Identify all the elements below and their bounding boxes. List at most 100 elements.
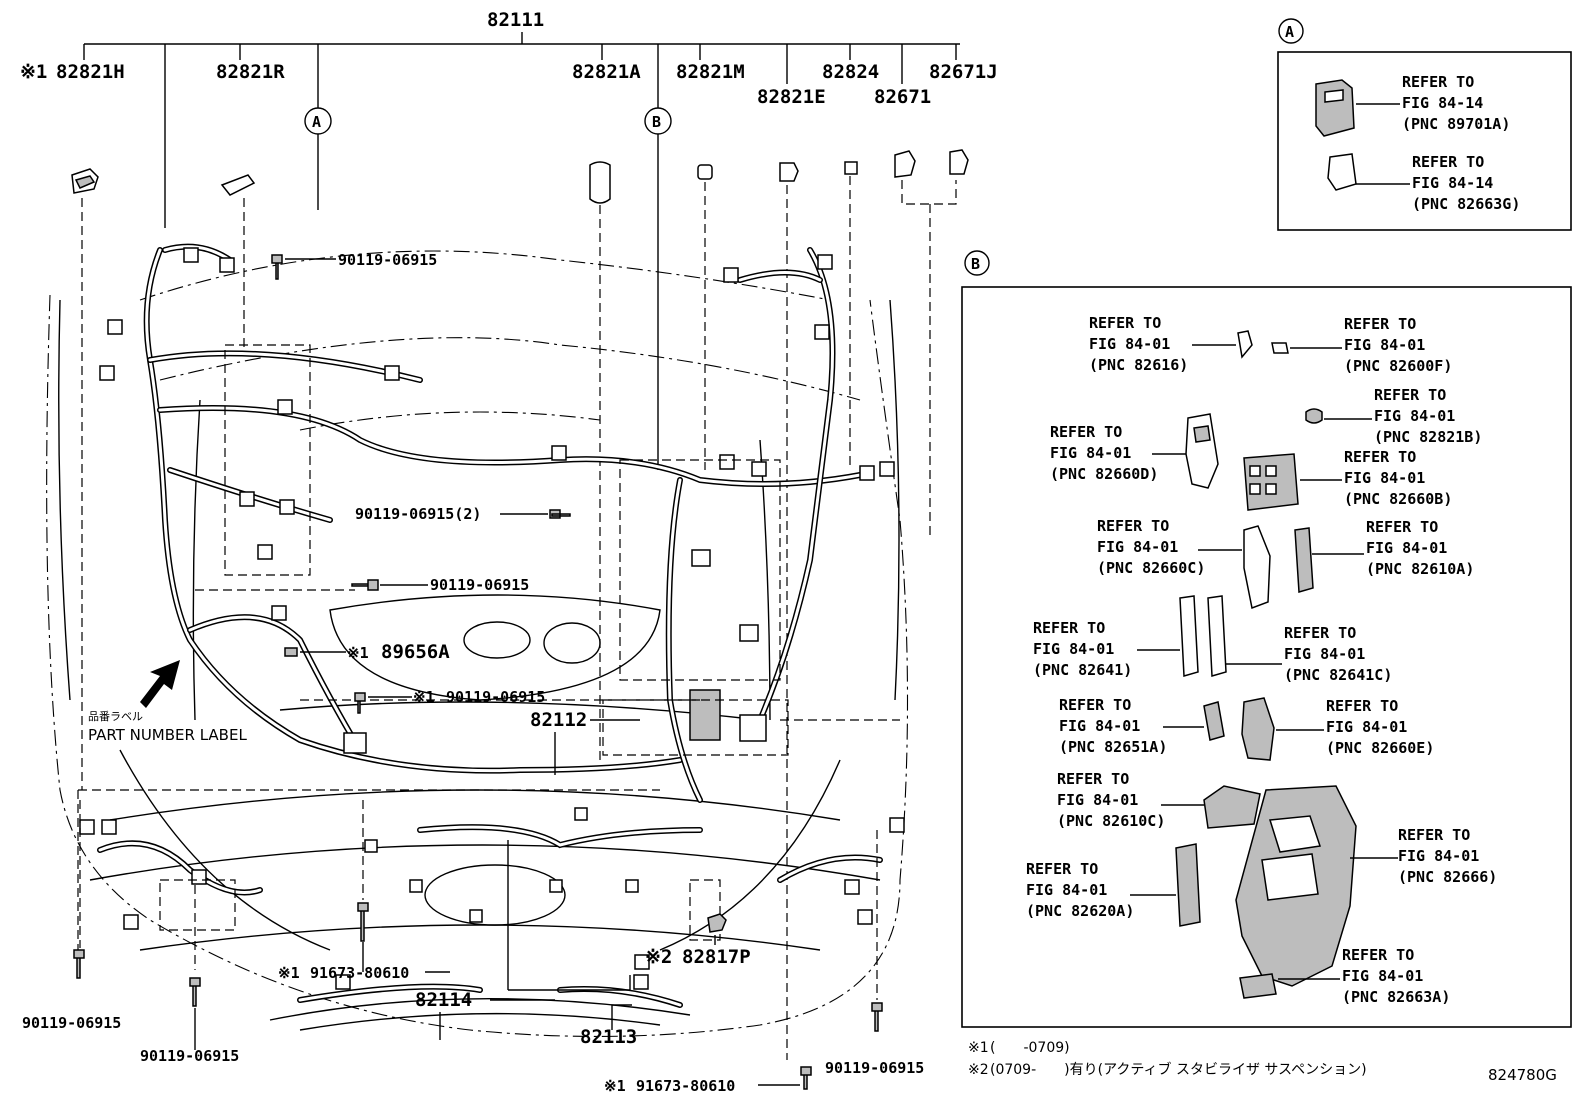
relay-82660d-icon (1185, 413, 1219, 489)
part-number-label-en: PART NUMBER LABEL (88, 726, 247, 744)
callout-b-label: B (652, 113, 661, 131)
ref-82821b-l1: REFER TO (1374, 386, 1446, 404)
ref-82660e-l3: (PNC 82660E) (1326, 739, 1434, 757)
bolt-label-b4: 90119-06915 (446, 688, 545, 706)
inset-a-ref2-l2: FIG 84-14 (1412, 174, 1493, 192)
bolt-90119-06915-bl: 90119-06915 (22, 800, 121, 1032)
main-part-number: 82111 (487, 9, 544, 31)
ref-82660b-l2: FIG 84-01 (1344, 469, 1425, 487)
ref-82660c-l3: (PNC 82660C) (1097, 559, 1205, 577)
ref-82641c-l1: REFER TO (1284, 624, 1356, 642)
ref-82600f-l1: REFER TO (1344, 315, 1416, 333)
label-82114: 82114 (415, 989, 472, 1011)
bolt-label-b9: 91673-80610 (636, 1077, 735, 1095)
bolt-90119-06915-m1: ※1 90119-06915 (354, 688, 545, 714)
ref-82620a-l2: FIG 84-01 (1026, 881, 1107, 899)
relay-82660c-icon (1243, 525, 1271, 610)
pointer-arrow-icon (140, 660, 180, 708)
relay-82660e-icon (1241, 697, 1275, 761)
ref-82651a-l1: REFER TO (1059, 696, 1131, 714)
mark-b9: ※1 (604, 1077, 626, 1095)
fuse-82620a-icon (1175, 843, 1201, 927)
clip-82817p-icon (707, 913, 727, 933)
ref-82660b-l1: REFER TO (1344, 448, 1416, 466)
label-82821a: 82821A (572, 61, 641, 83)
bolt-91673-80610-left: ※1 91673-80610 (278, 800, 450, 982)
label-82113: 82113 (580, 1026, 637, 1048)
region-brackets (159, 344, 900, 941)
connector-82821m-icon (697, 164, 713, 180)
ref-82610c-l1: REFER TO (1057, 770, 1129, 788)
bolt-label-b2: 90119-06915(2) (355, 505, 481, 523)
inset-a-title: A (1285, 23, 1294, 41)
ref-82641c-l2: FIG 84-01 (1284, 645, 1365, 663)
footnote-1-text: ( -0709) (990, 1040, 1070, 1056)
ref-82600f-l2: FIG 84-01 (1344, 336, 1425, 354)
mark-b8: ※1 (278, 964, 300, 982)
bolt-label-b3: 90119-06915 (430, 576, 529, 594)
callout-a-label: A (312, 113, 321, 131)
ref-82641-l3: (PNC 82641) (1033, 661, 1132, 679)
footnote-2-text: (0709- )有り(アクティブ スタビライザ サスペンション) (990, 1061, 1367, 1078)
ref-82666-l2: FIG 84-01 (1398, 847, 1479, 865)
ref-82660c-l1: REFER TO (1097, 517, 1169, 535)
connector-82824-icon (844, 161, 858, 175)
leader-lines (77, 176, 957, 1060)
bolt-label-b6: 90119-06915 (140, 1047, 239, 1065)
connector-82821r-icon (220, 174, 256, 196)
ref-82821b-l3: (PNC 82821B) (1374, 428, 1482, 446)
ref-82616-l3: (PNC 82616) (1089, 356, 1188, 374)
ref-82620a-l3: (PNC 82620A) (1026, 902, 1134, 920)
ref-82660e-l2: FIG 84-01 (1326, 718, 1407, 736)
fuse-82610c-icon (1203, 785, 1261, 829)
bolt-91673-80610-bottom: ※1 91673-80610 (604, 1066, 812, 1095)
inset-a-ref2-l1: REFER TO (1412, 153, 1484, 171)
vehicle-body-outline (46, 250, 909, 1037)
ref-82821b-l2: FIG 84-01 (1374, 407, 1455, 425)
footnotes: ※1 ( -0709) ※2 (0709- )有り(アクティブ スタビライザ サ… (968, 1040, 1557, 1084)
ref-82620a-l1: REFER TO (1026, 860, 1098, 878)
part-number-label: 品番ラベル PART NUMBER LABEL (88, 660, 247, 744)
part-82817p: ※2 82817P (645, 913, 751, 968)
bolt-label-b7: 90119-06915 (825, 1059, 924, 1077)
bolt-90119-06915-2: 90119-06915(2) (355, 505, 571, 523)
relay-82641c-icon (1207, 595, 1227, 677)
connector-82821b-icon (1305, 408, 1323, 424)
ref-82610a-l1: REFER TO (1366, 518, 1438, 536)
connector-82821a-icon (589, 161, 611, 204)
bolt-90119-06915-bc: 90119-06915 (140, 885, 239, 1065)
relay-82663g-icon (1327, 153, 1357, 191)
part-82114: 82114 (415, 840, 631, 1040)
part-number-label-jp: 品番ラベル (88, 710, 143, 723)
fuse-82600f-icon (1271, 342, 1289, 354)
label-82821r: 82821R (216, 61, 285, 83)
inset-b: B REFER TO FIG 84-01 (PNC 82616) REFER T… (961, 250, 1572, 1028)
ref-82651a-l2: FIG 84-01 (1059, 717, 1140, 735)
ref-82600f-l3: (PNC 82600F) (1344, 357, 1452, 375)
label-82112: 82112 (530, 709, 587, 731)
ref-82610a-l2: FIG 84-01 (1366, 539, 1447, 557)
ref-82660e-l1: REFER TO (1326, 697, 1398, 715)
label-89656a: 89656A (381, 641, 450, 663)
connector-82821e-icon (779, 162, 799, 182)
relay-block-82660b-icon (1243, 453, 1299, 511)
inset-a-ref1-l2: FIG 84-14 (1402, 94, 1483, 112)
footnote-2-mark: ※2 (968, 1062, 989, 1078)
label-82817p: 82817P (682, 946, 751, 968)
mark-b4: ※1 (413, 688, 435, 706)
label-82821m: 82821M (676, 61, 745, 83)
label-82824: 82824 (822, 61, 879, 83)
ref-82616-l2: FIG 84-01 (1089, 335, 1170, 353)
part-82113: 82113 (580, 1004, 637, 1048)
ref-82610c-l3: (PNC 82610C) (1057, 812, 1165, 830)
ref-82666-l1: REFER TO (1398, 826, 1470, 844)
inset-a-ref2-l3: (PNC 82663G) (1412, 195, 1520, 213)
ref-82666-l3: (PNC 82666) (1398, 868, 1497, 886)
relay-82663a-icon (1239, 973, 1277, 999)
ref-82660d-l2: FIG 84-01 (1050, 444, 1131, 462)
ref-82663a-l1: REFER TO (1342, 946, 1414, 964)
ref-82641c-l3: (PNC 82641C) (1284, 666, 1392, 684)
ref-82610c-l2: FIG 84-01 (1057, 791, 1138, 809)
ref-82663a-l2: FIG 84-01 (1342, 967, 1423, 985)
